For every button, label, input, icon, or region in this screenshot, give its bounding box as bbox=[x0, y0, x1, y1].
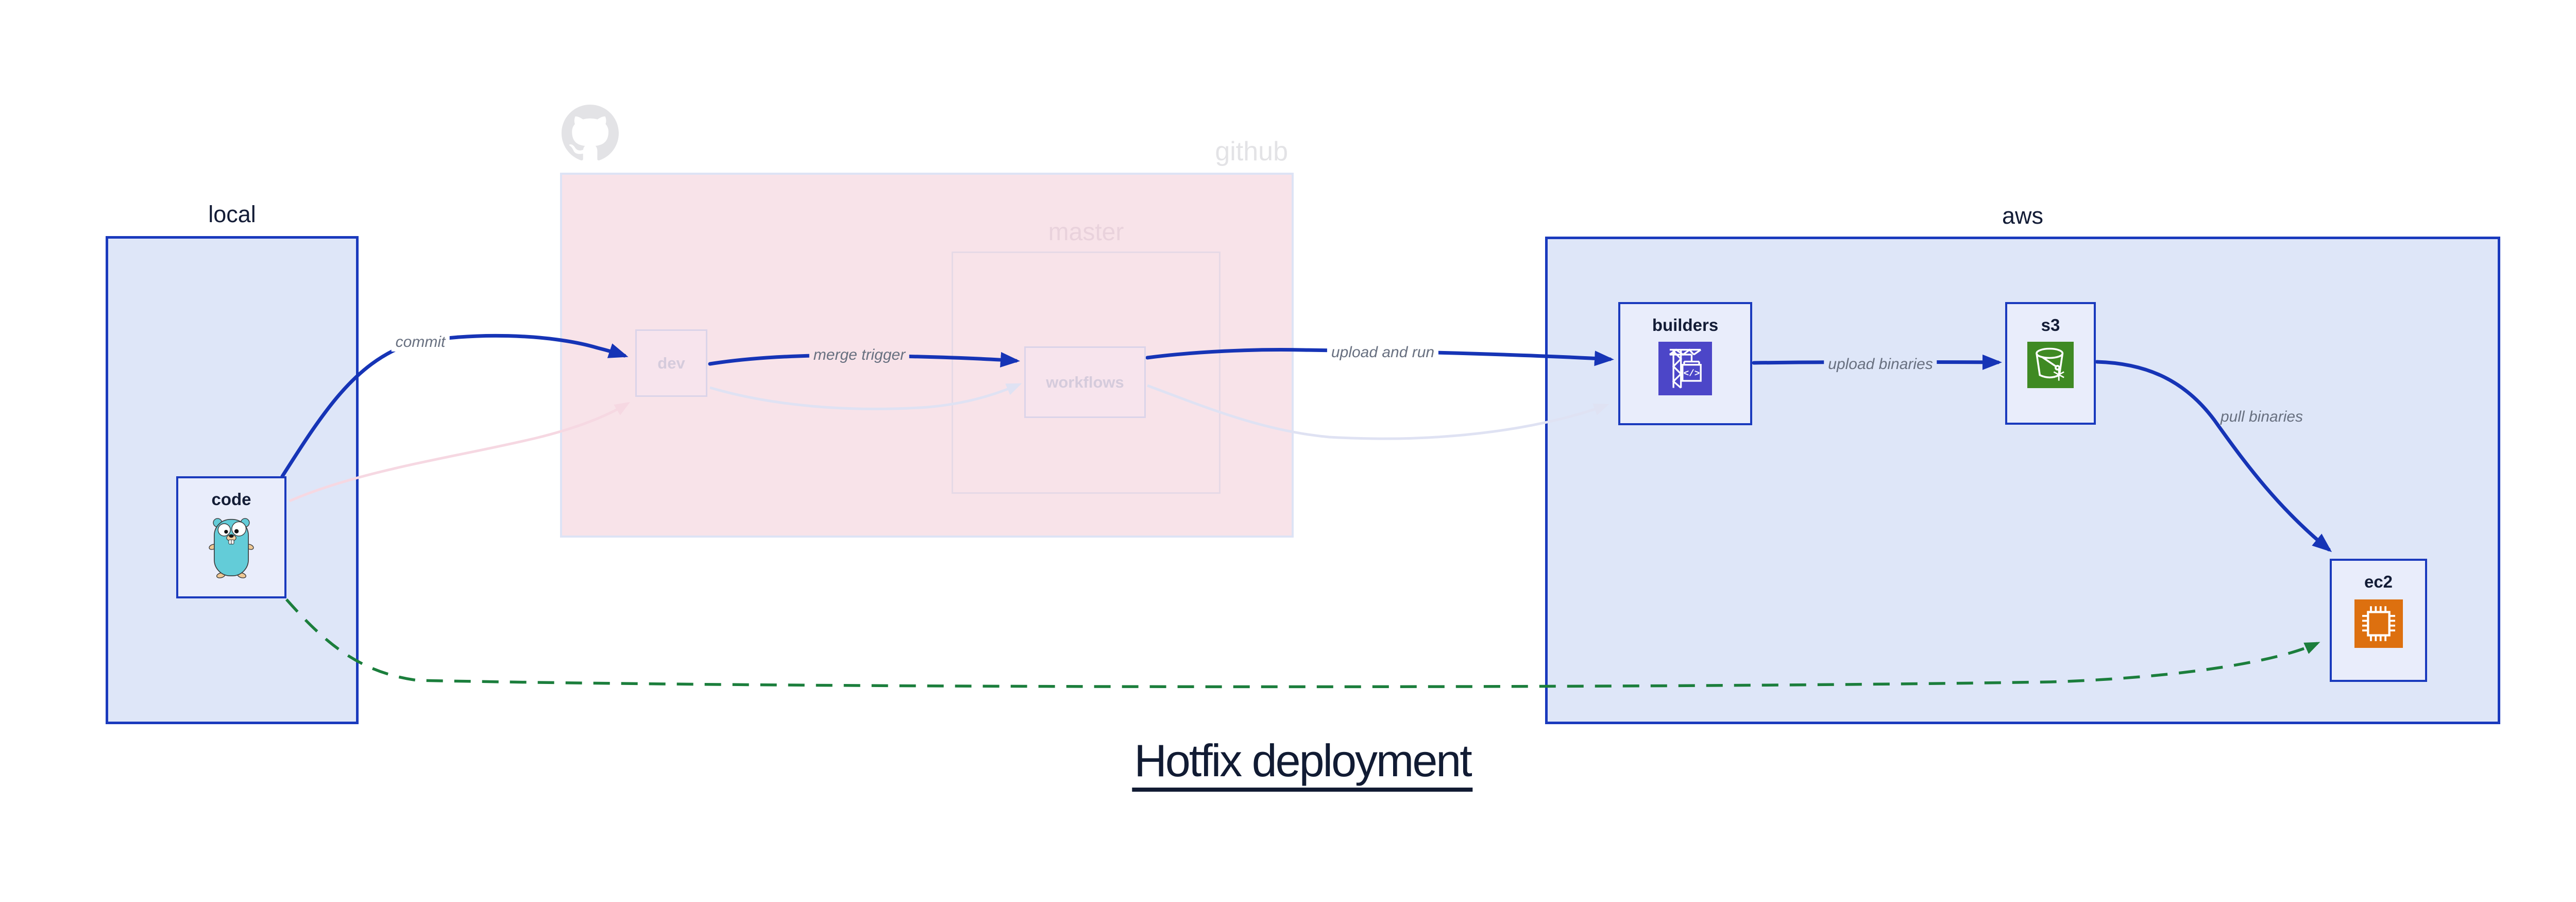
go-gopher-icon bbox=[208, 516, 255, 581]
node-builders-label: builders bbox=[1652, 315, 1719, 335]
ec2-chip-icon bbox=[2354, 598, 2403, 649]
node-ec2: ec2 bbox=[2330, 559, 2427, 682]
node-builders: builders </> bbox=[1618, 302, 1752, 425]
diagram-title: Hotfix deployment bbox=[1132, 738, 1473, 792]
s3-glacier-bucket-icon bbox=[2027, 342, 2074, 388]
node-code: code bbox=[176, 476, 286, 598]
edge-label-upload-binaries: upload binaries bbox=[1824, 355, 1937, 374]
group-local-label: local bbox=[208, 201, 256, 227]
group-aws-label: aws bbox=[2002, 203, 2044, 229]
node-dev-label: dev bbox=[657, 354, 685, 372]
node-s3: s3 bbox=[2005, 302, 2096, 425]
codebuild-crane-icon: </> bbox=[1656, 342, 1715, 395]
node-ec2-label: ec2 bbox=[2364, 572, 2393, 591]
node-workflows: workflows bbox=[1024, 346, 1146, 418]
svg-text:</>: </> bbox=[1684, 369, 1700, 379]
node-s3-label: s3 bbox=[2041, 315, 2060, 335]
node-code-label: code bbox=[211, 490, 251, 509]
edge-label-commit: commit bbox=[391, 333, 450, 352]
edge-label-upload-and-run: upload and run bbox=[1327, 343, 1439, 362]
group-master-label: master bbox=[1048, 219, 1124, 246]
edge-label-merge-trigger: merge trigger bbox=[809, 346, 910, 364]
node-workflows-label: workflows bbox=[1046, 373, 1124, 391]
edge-label-pull-binaries: pull binaries bbox=[2220, 408, 2303, 425]
node-dev: dev bbox=[635, 329, 707, 397]
group-github-label: github bbox=[1215, 137, 1288, 166]
github-logo-icon bbox=[562, 105, 619, 161]
group-master-box bbox=[952, 252, 1221, 494]
